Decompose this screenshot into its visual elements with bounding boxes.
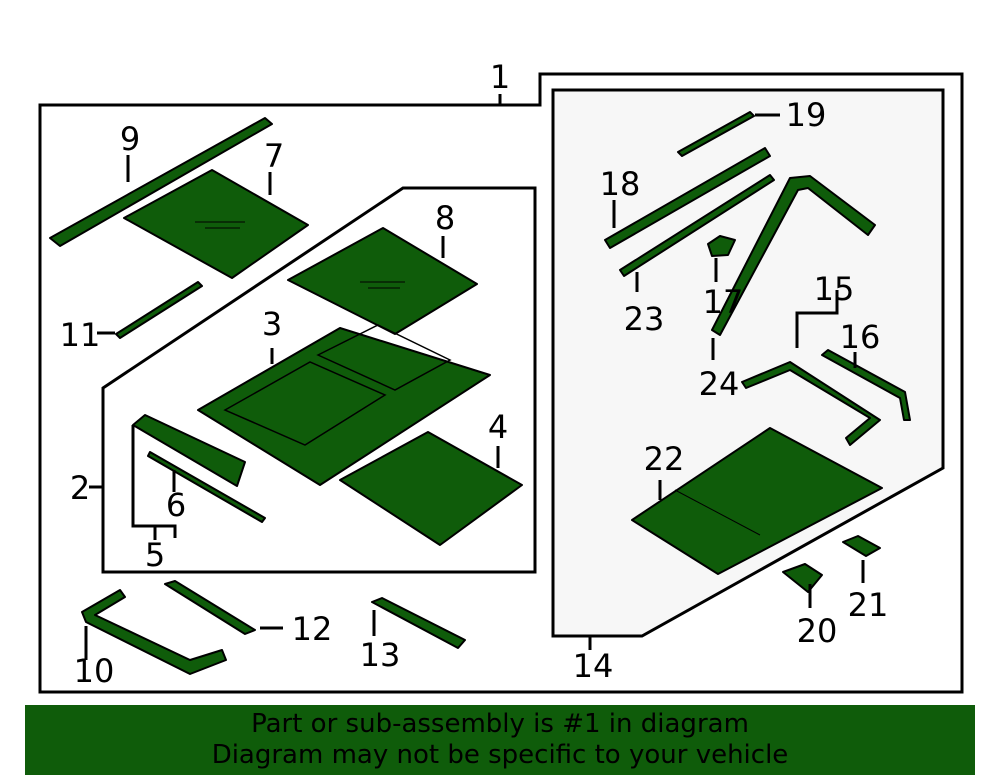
- callout-6: 6: [166, 486, 186, 524]
- callout-22: 22: [644, 440, 685, 478]
- callout-11: 11: [60, 316, 101, 354]
- part-13-rail[interactable]: [371, 597, 466, 649]
- part-6-seal[interactable]: [147, 451, 266, 523]
- part-20-clip[interactable]: [782, 563, 823, 593]
- part-8-glass-panel[interactable]: [287, 227, 478, 335]
- part-10-trim[interactable]: [81, 589, 227, 675]
- part-17-bracket[interactable]: [707, 235, 736, 257]
- leader-lines: [84, 94, 865, 660]
- part-15-cable[interactable]: [741, 361, 881, 446]
- part-18-rail[interactable]: [604, 147, 771, 249]
- callout-16: 16: [840, 318, 881, 356]
- banner-line-1: Part or sub-assembly is #1 in diagram: [251, 709, 749, 739]
- callout-14: 14: [573, 647, 614, 685]
- callout-5: 5: [145, 536, 165, 574]
- part-16-guide[interactable]: [821, 349, 911, 421]
- part-23-rail[interactable]: [619, 174, 775, 277]
- part-19-rail[interactable]: [677, 111, 755, 157]
- callout-15: 15: [814, 270, 855, 308]
- callout-24: 24: [699, 365, 740, 403]
- callout-19: 19: [786, 96, 827, 134]
- callout-18: 18: [600, 165, 641, 203]
- callout-23: 23: [624, 300, 665, 338]
- part-12-bracket[interactable]: [164, 580, 256, 635]
- callout-4: 4: [488, 408, 508, 446]
- callout-10: 10: [74, 652, 115, 690]
- callout-17: 17: [703, 283, 744, 321]
- callout-20: 20: [797, 612, 838, 650]
- callout-1: 1: [490, 58, 510, 96]
- callout-2: 2: [70, 469, 90, 507]
- part-9-rail[interactable]: [49, 117, 273, 247]
- part-5-deflector[interactable]: [132, 414, 246, 487]
- callout-8: 8: [435, 199, 455, 237]
- part-24-rail-assembly[interactable]: [711, 175, 876, 336]
- callout-12: 12: [292, 610, 333, 648]
- banner-line-2: Diagram may not be specific to your vehi…: [211, 740, 789, 770]
- callout-7: 7: [264, 137, 284, 175]
- callout-21: 21: [848, 586, 889, 624]
- callout-13: 13: [360, 636, 401, 674]
- disclaimer-banner: Part or sub-assembly is #1 in diagram Di…: [25, 705, 975, 775]
- callout-9: 9: [120, 120, 140, 158]
- part-3-sunroof-frame[interactable]: [197, 327, 491, 486]
- callout-3: 3: [262, 305, 282, 343]
- part-11-strip[interactable]: [115, 281, 203, 339]
- part-4-glass-panel[interactable]: [339, 431, 523, 546]
- part-7-glass-panel[interactable]: [123, 169, 309, 279]
- part-22-shade[interactable]: [631, 427, 883, 575]
- part-21-clip[interactable]: [842, 535, 881, 557]
